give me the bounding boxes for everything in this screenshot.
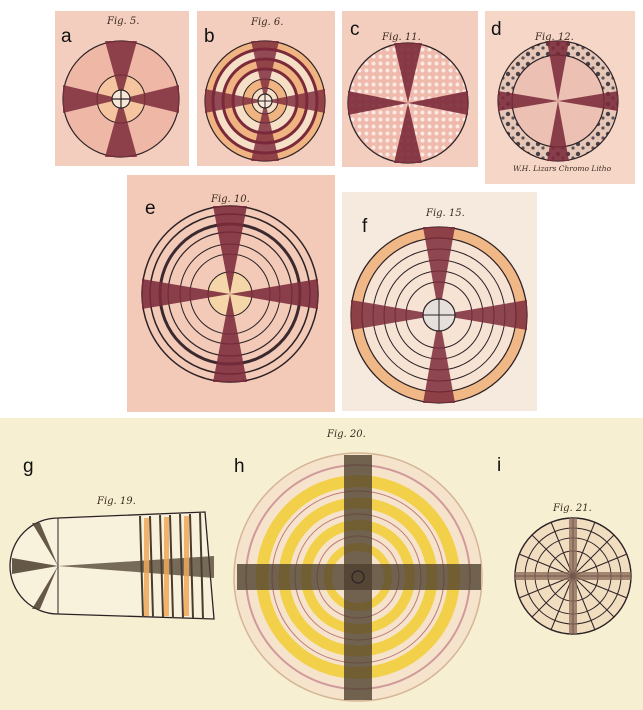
panel-letter: a bbox=[61, 27, 72, 46]
panel-e-drawing bbox=[127, 175, 335, 412]
panel-letter: b bbox=[204, 27, 215, 46]
panel-d: d Fig. 12. W.H. Lizars Chromo Litho bbox=[485, 11, 635, 184]
figure-caption: Fig. 11. bbox=[382, 33, 421, 43]
panel-c: c Fig. 11. bbox=[342, 11, 478, 167]
printer-imprint: W.H. Lizars Chromo Litho bbox=[513, 165, 611, 173]
panel-a-drawing bbox=[55, 11, 189, 166]
figure-caption: Fig. 10. bbox=[211, 195, 250, 205]
panel-letter: f bbox=[362, 217, 367, 236]
figure-caption: Fig. 21. bbox=[553, 504, 592, 514]
bottom-strip-drawing bbox=[0, 418, 643, 710]
figure-caption: Fig. 20. bbox=[327, 430, 366, 440]
panel-letter: i bbox=[497, 456, 501, 475]
panel-letter: e bbox=[145, 199, 156, 218]
panel-letter: d bbox=[491, 20, 502, 39]
figure-caption: Fig. 19. bbox=[97, 497, 136, 507]
panel-e: e Fig. 10. bbox=[127, 175, 335, 412]
panel-f: f Fig. 15. bbox=[342, 192, 537, 411]
panel-letter: c bbox=[350, 20, 360, 39]
figure-caption: Fig. 6. bbox=[251, 18, 283, 28]
bottom-strip: g Fig. 19. h Fig. 20. i Fig. 21. bbox=[0, 418, 643, 710]
figure-caption: Fig. 12. bbox=[535, 33, 574, 43]
panel-b: b Fig. 6. bbox=[197, 11, 335, 166]
figure-caption: Fig. 5. bbox=[107, 17, 139, 27]
panel-letter: g bbox=[23, 457, 34, 476]
figure-caption: Fig. 15. bbox=[426, 209, 465, 219]
panel-letter: h bbox=[234, 457, 245, 476]
panel-f-drawing bbox=[342, 192, 537, 411]
panel-a: a Fig. 5. bbox=[55, 11, 189, 166]
panel-b-drawing bbox=[197, 11, 335, 166]
